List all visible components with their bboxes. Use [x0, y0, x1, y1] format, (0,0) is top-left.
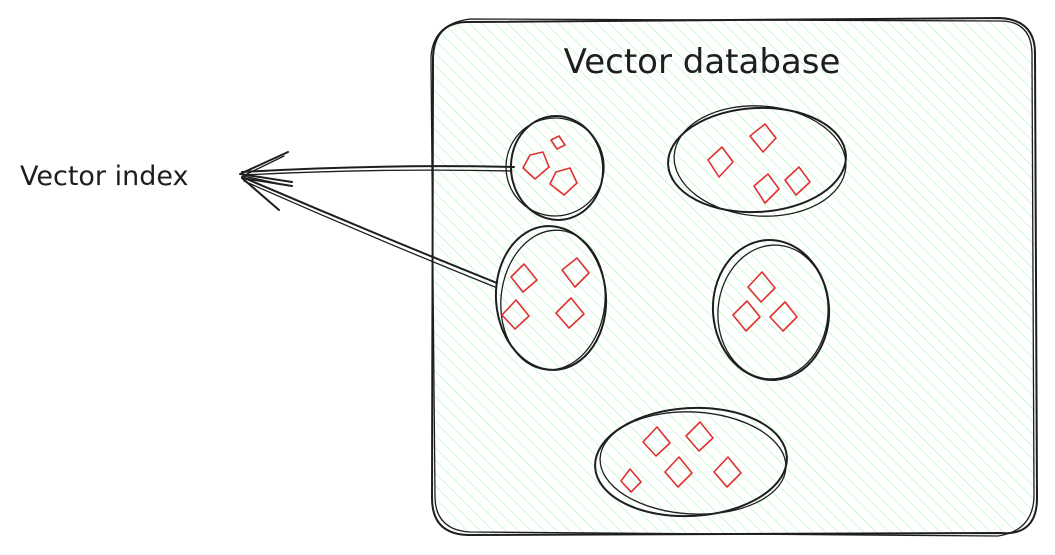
cluster-5-outline — [594, 406, 788, 518]
clusters — [494, 105, 847, 518]
cluster-2-item-1 — [749, 123, 777, 153]
cluster-5-item-5 — [620, 468, 642, 493]
cluster-3-item-1 — [510, 263, 538, 293]
container-border — [431, 17, 1038, 536]
cluster-4-item-3 — [769, 301, 798, 332]
cluster-3-outline-stroke-2 — [500, 229, 606, 371]
arrow-to-cluster-3-stroke-2 — [243, 180, 496, 288]
cluster-4-item-2 — [732, 300, 761, 332]
cluster-1-item-3 — [549, 167, 578, 196]
vector-index-label: Vector index — [20, 161, 189, 192]
index-arrows — [239, 151, 515, 288]
container-title: Vector database — [564, 42, 841, 82]
arrowhead — [239, 151, 293, 183]
cluster-5-item-2 — [685, 421, 714, 452]
cluster-2-item-3 — [753, 173, 780, 204]
cluster-5-item-4 — [713, 456, 742, 488]
arrow-to-cluster-1 — [241, 165, 515, 173]
arrowhead-lower — [241, 177, 293, 211]
cluster-5-outline-stroke-2 — [599, 411, 787, 515]
vector-database-container: Vector database — [430, 17, 1038, 537]
container-border-stroke-2 — [430, 18, 1035, 537]
cluster-3 — [494, 225, 608, 371]
cluster-4-item-1 — [747, 271, 776, 303]
container-fill — [432, 18, 1037, 535]
cluster-5 — [594, 406, 788, 518]
cluster-2 — [667, 105, 847, 217]
cluster-2-outline-stroke-2 — [673, 105, 847, 217]
cluster-2-item-2 — [707, 146, 734, 178]
arrow-to-cluster-3 — [241, 176, 498, 284]
cluster-4 — [711, 239, 831, 381]
cluster-3-item-3 — [501, 299, 530, 330]
cluster-5-item-3 — [664, 456, 693, 488]
arrow-to-cluster-1-stroke-2 — [243, 169, 513, 176]
cluster-1-outline — [509, 115, 605, 221]
cluster-5-item-1 — [642, 426, 671, 457]
cluster-1 — [505, 115, 605, 221]
cluster-3-item-4 — [555, 297, 585, 329]
cluster-1-outline-stroke-2 — [505, 117, 605, 217]
cluster-1-item-1 — [550, 135, 566, 150]
cluster-4-outline — [711, 239, 831, 381]
cluster-2-outline — [667, 106, 847, 214]
cluster-1-item-2 — [522, 151, 550, 180]
cluster-2-item-4 — [784, 166, 811, 196]
cluster-3-item-2 — [561, 257, 590, 288]
cluster-4-outline-stroke-2 — [717, 244, 829, 380]
